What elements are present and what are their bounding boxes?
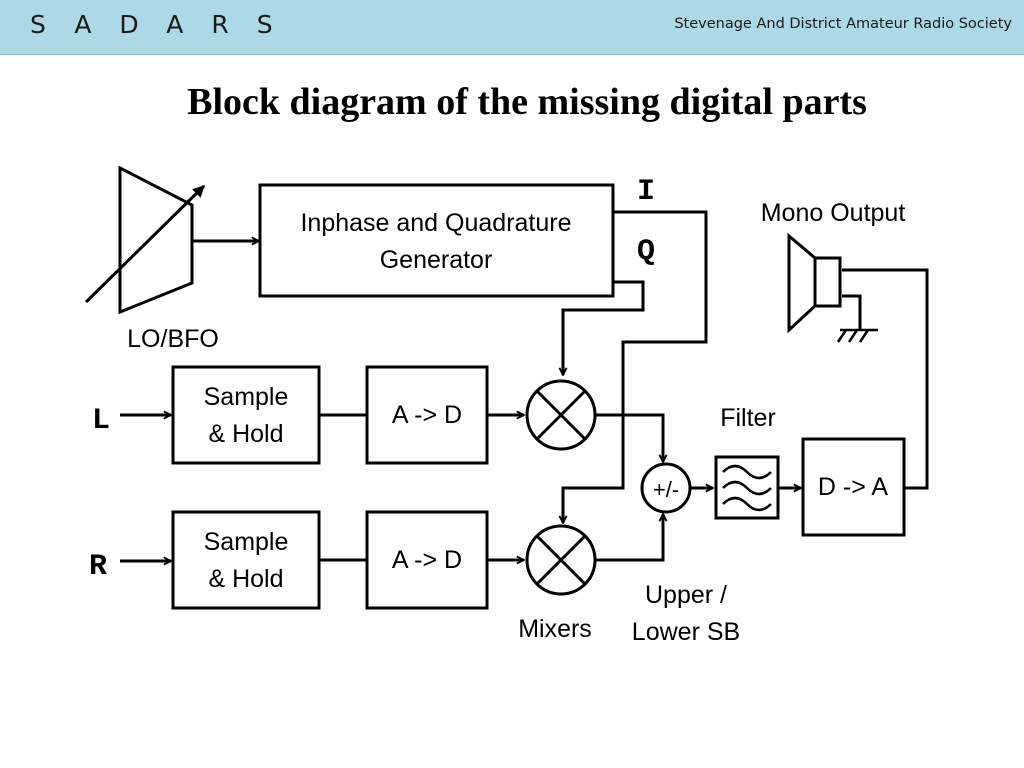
filter-wave-icon <box>722 464 772 512</box>
sample-hold-bottom-block <box>171 510 321 610</box>
filter-label: Filter <box>720 404 776 432</box>
sample-hold-top-label-1: Sample <box>204 383 289 411</box>
lo-bfo-block <box>84 165 206 315</box>
q-signal-wire <box>563 280 645 375</box>
adc-bottom-label: A -> D <box>392 546 462 574</box>
mixers-label: Mixers <box>518 615 592 643</box>
sample-hold-top-label-2: & Hold <box>208 420 283 448</box>
q-label: Q <box>637 235 655 269</box>
ground-icon <box>836 328 878 343</box>
i-signal-wire <box>563 210 708 523</box>
i-label: I <box>637 175 655 209</box>
slide-header: SADARS Stevenage And District Amateur Ra… <box>0 0 1024 55</box>
mixer-top-to-sum-wire <box>595 413 663 462</box>
sideband-label-1: Upper / <box>645 581 727 609</box>
sadars-logo: SADARS <box>30 10 301 39</box>
iq-generator-label-1: Inphase and Quadrature <box>300 209 571 237</box>
mono-output-label: Mono Output <box>761 199 906 227</box>
dac-to-speaker-wire <box>842 268 929 490</box>
sideband-label-2: Lower SB <box>632 618 740 646</box>
mixer-top <box>525 379 597 451</box>
adc-top-label: A -> D <box>392 401 462 429</box>
sample-hold-bottom-label-2: & Hold <box>208 565 283 593</box>
mixer-bottom-to-sum-wire <box>595 514 663 562</box>
iq-generator-label-2: Generator <box>380 246 493 274</box>
speaker-icon <box>787 232 842 334</box>
slide-title: Block diagram of the missing digital par… <box>187 81 867 123</box>
lo-bfo-label: LO/BFO <box>127 325 219 353</box>
sum-label: +/- <box>653 477 679 502</box>
iq-generator-block <box>258 183 615 298</box>
speaker-ground-wire <box>842 294 862 330</box>
l-input-label: L <box>92 404 110 438</box>
r-input-label: R <box>89 550 107 584</box>
society-name: Stevenage And District Amateur Radio Soc… <box>674 16 1012 32</box>
sample-hold-top-block <box>171 365 321 465</box>
sample-hold-bottom-label-1: Sample <box>204 528 289 556</box>
dac-label: D -> A <box>818 473 888 501</box>
mixer-bottom <box>525 524 597 596</box>
